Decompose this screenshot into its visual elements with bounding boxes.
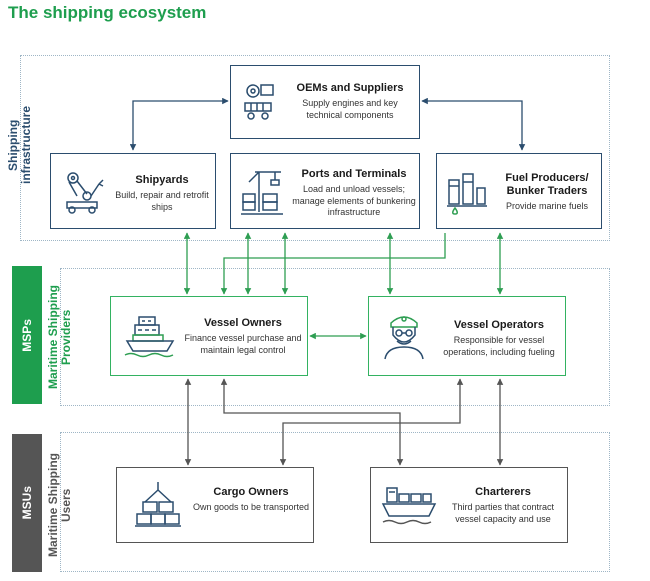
oems-desc: Supply engines and key technical compone… bbox=[302, 98, 398, 120]
shipyards-title: Shipyards bbox=[135, 174, 189, 186]
arrow-ports-owners bbox=[220, 232, 252, 295]
node-vessel-owners: Vessel Owners Finance vessel purchase an… bbox=[110, 296, 308, 376]
msp-band: MSPs bbox=[12, 266, 42, 404]
charterers-title: Charterers bbox=[475, 486, 531, 498]
charterers-desc: Third parties that contract vessel capac… bbox=[451, 502, 555, 524]
fuel-desc: Provide marine fuels bbox=[505, 201, 589, 211]
diagram-title: The shipping ecosystem bbox=[8, 3, 207, 22]
cargo-owners-desc: Own goods to be transported bbox=[192, 502, 310, 512]
ship-bridge-icon bbox=[124, 316, 175, 358]
cargo-boxes-icon bbox=[135, 482, 181, 527]
node-shipyards: Shipyards Build, repair and retrofit shi… bbox=[50, 153, 216, 229]
oems-title: OEMs and Suppliers bbox=[296, 82, 404, 94]
shipyards-desc: Build, repair and retrofit ships bbox=[115, 190, 209, 212]
fuel-title: Fuel Producers/ Bunker Traders bbox=[505, 172, 589, 197]
arrow-operators-cargo bbox=[279, 378, 464, 466]
captain-icon bbox=[384, 316, 424, 360]
node-oems: OEMs and Suppliers Supply engines and ke… bbox=[230, 65, 420, 139]
ports-title: Ports and Terminals bbox=[301, 168, 407, 180]
vessel-owners-title: Vessel Owners bbox=[204, 317, 282, 329]
arrow-fuel-owners bbox=[244, 233, 446, 295]
arrow-oems-fuel bbox=[421, 97, 526, 151]
arrow-owners-charterers bbox=[220, 378, 404, 466]
infrastructure-layer bbox=[20, 55, 610, 241]
gear-parts-icon bbox=[244, 84, 274, 120]
vessel-operators-title: Vessel Operators bbox=[454, 319, 544, 331]
port-crane-icon bbox=[241, 171, 283, 215]
vessel-owners-desc: Finance vessel purchase and maintain leg… bbox=[184, 333, 302, 355]
node-charterers: Charterers Third parties that contract v… bbox=[370, 467, 568, 543]
refinery-icon bbox=[447, 173, 487, 215]
vessel-operators-desc: Responsible for vessel operations, inclu… bbox=[443, 335, 555, 357]
ports-desc: Load and unload vessels; manage elements… bbox=[292, 184, 416, 217]
node-vessel-operators: Vessel Operators Responsible for vessel … bbox=[368, 296, 566, 376]
arrow-oems-shipyards bbox=[129, 97, 229, 151]
node-ports: Ports and Terminals Load and unload vess… bbox=[230, 153, 420, 229]
container-ship-icon bbox=[381, 487, 437, 525]
node-fuel: Fuel Producers/ Bunker Traders Provide m… bbox=[436, 153, 602, 229]
cargo-owners-title: Cargo Owners bbox=[213, 486, 289, 498]
msu-band: MSUs bbox=[12, 434, 42, 572]
robotic-arm-icon bbox=[66, 172, 104, 214]
node-cargo-owners: Cargo Owners Own goods to be transported bbox=[116, 467, 314, 543]
